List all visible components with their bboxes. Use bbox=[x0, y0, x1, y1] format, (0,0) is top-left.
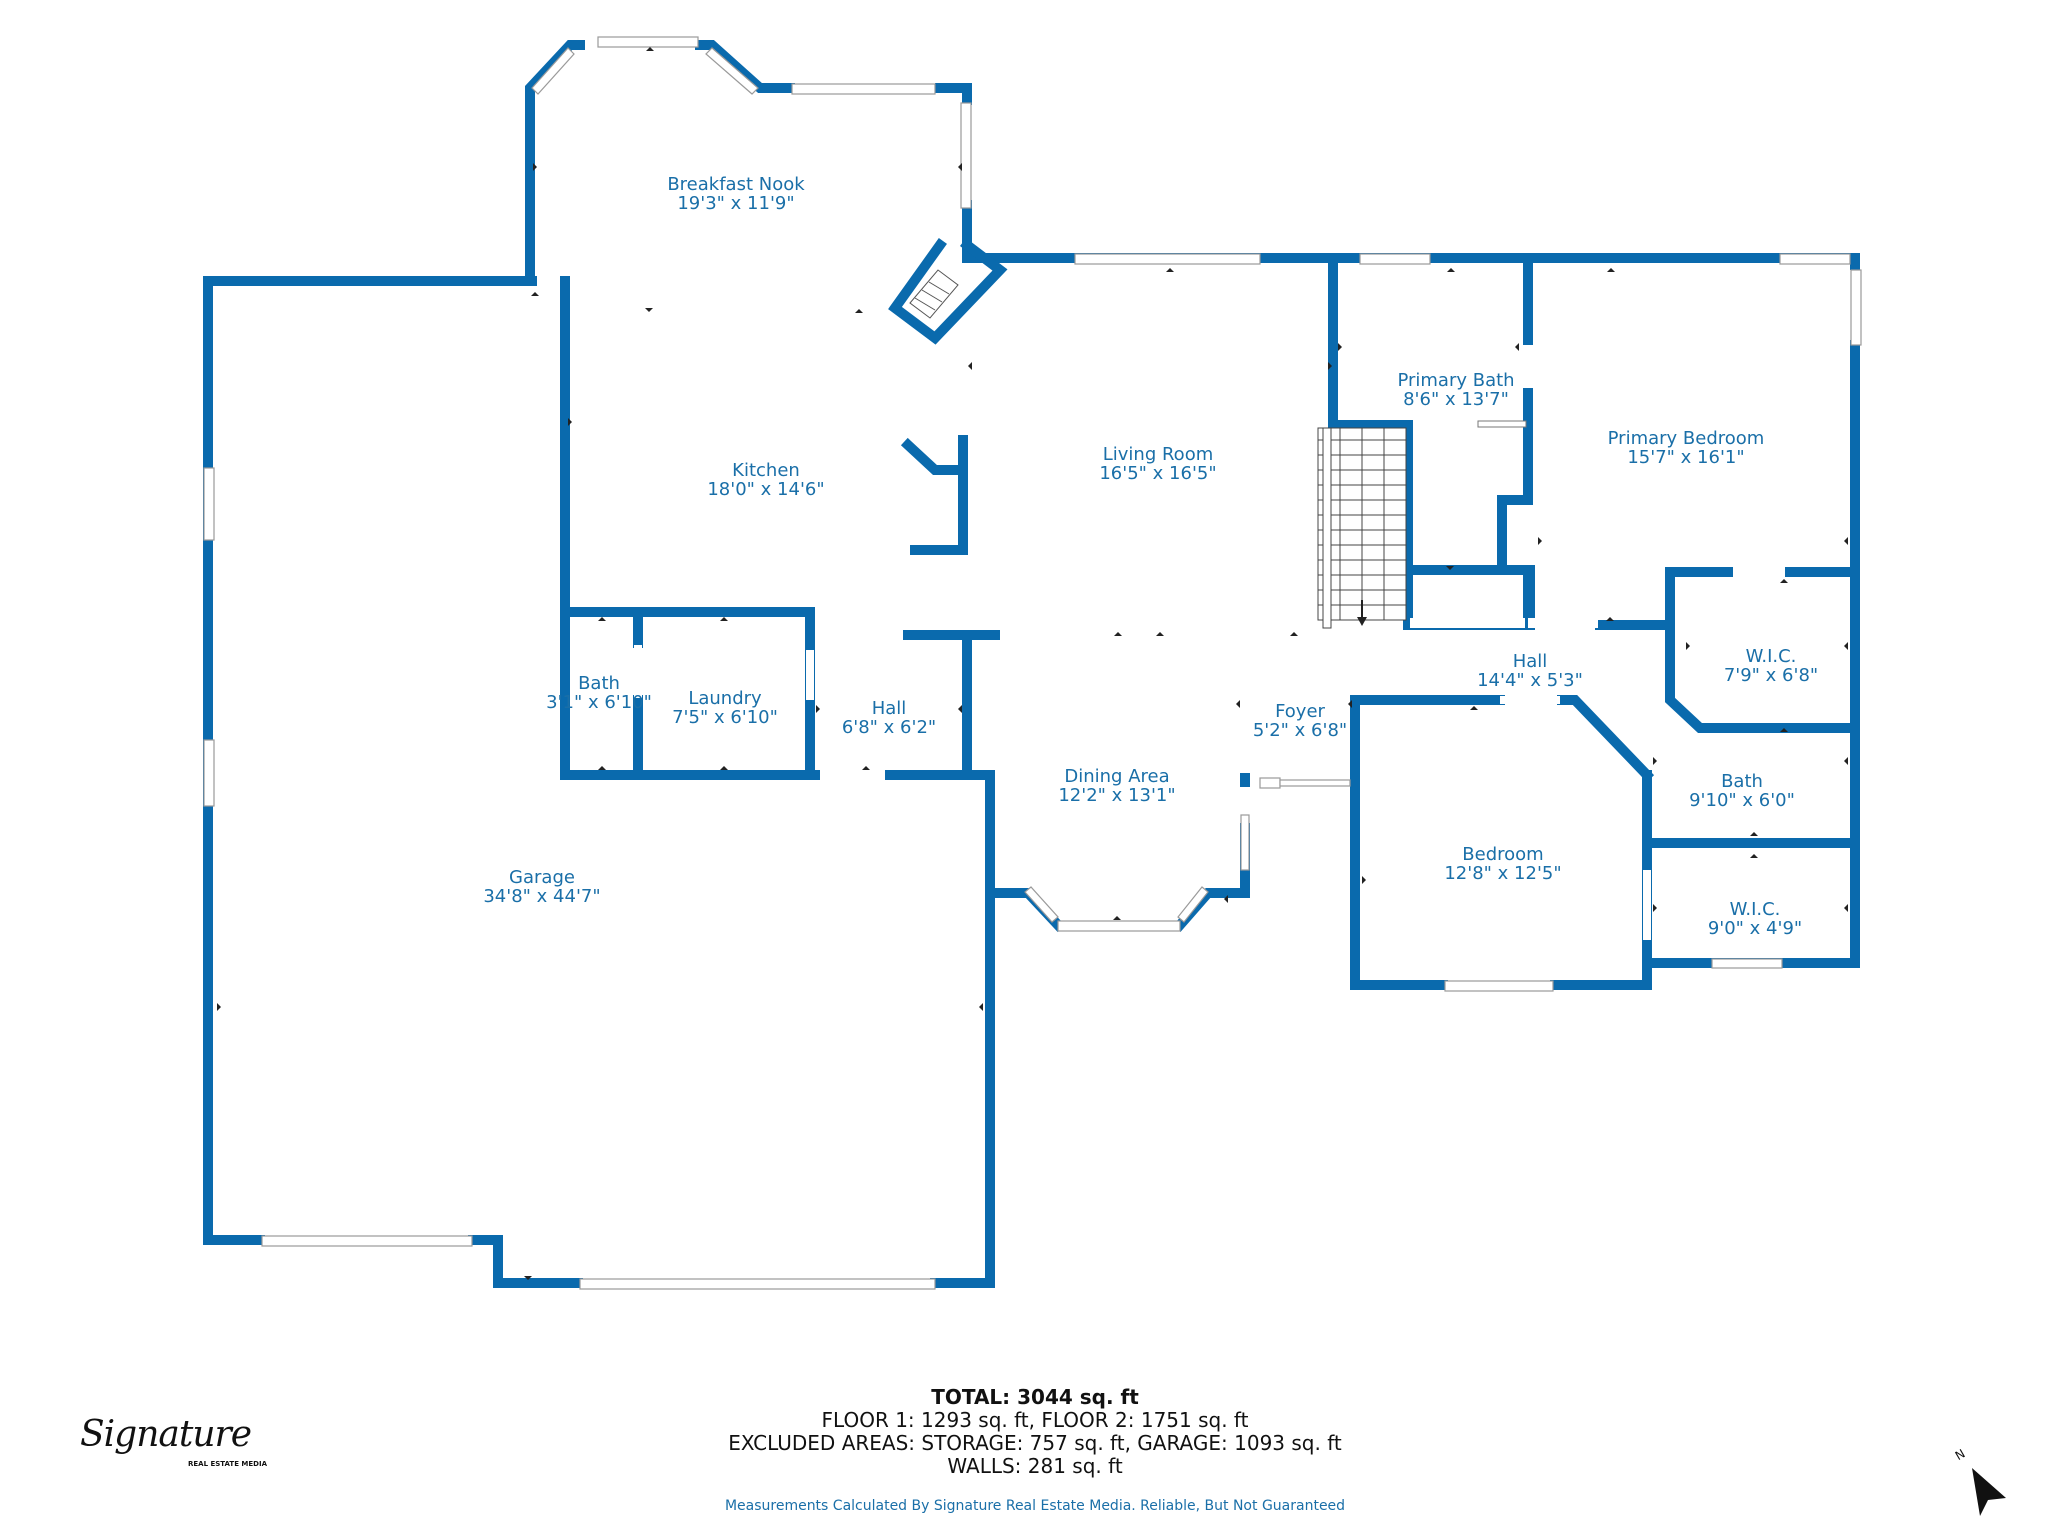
measurement-ticks bbox=[217, 47, 1848, 1280]
room-dim-breakfast-nook: 19'3" x 11'9" bbox=[677, 193, 794, 214]
room-name-kitchen: Kitchen bbox=[732, 460, 800, 481]
room-name-laundry: Laundry bbox=[688, 688, 762, 709]
room-dim-laundry: 7'5" x 6'10" bbox=[672, 707, 778, 728]
room-dim-garage: 34'8" x 44'7" bbox=[483, 886, 600, 907]
room-name-dining-area: Dining Area bbox=[1064, 766, 1169, 787]
room-name-hall-2: Hall bbox=[1513, 651, 1548, 672]
room-name-garage: Garage bbox=[509, 867, 575, 888]
total-area: TOTAL: 3044 sq. ft bbox=[931, 1385, 1139, 1409]
signature-logo: Signature REAL ESTATE MEDIA bbox=[70, 1410, 267, 1480]
room-name-breakfast-nook: Breakfast Nook bbox=[667, 174, 805, 195]
room-dim-wic-2: 9'0" x 4'9" bbox=[1708, 918, 1802, 939]
room-dim-living-room: 16'5" x 16'5" bbox=[1099, 463, 1216, 484]
floor-areas: FLOOR 1: 1293 sq. ft, FLOOR 2: 1751 sq. … bbox=[821, 1408, 1249, 1432]
room-dim-bedroom: 12'8" x 12'5" bbox=[1444, 863, 1561, 884]
room-name-bedroom: Bedroom bbox=[1462, 844, 1543, 865]
room-name-primary-bedroom: Primary Bedroom bbox=[1608, 428, 1765, 449]
excluded-areas: EXCLUDED AREAS: STORAGE: 757 sq. ft, GAR… bbox=[728, 1431, 1342, 1455]
area-summary: TOTAL: 3044 sq. ft FLOOR 1: 1293 sq. ft,… bbox=[600, 1386, 1470, 1478]
room-dim-primary-bath: 8'6" x 13'7" bbox=[1403, 389, 1509, 410]
room-name-bath-1: Bath bbox=[578, 673, 620, 694]
room-name-hall-1: Hall bbox=[872, 698, 907, 719]
room-dim-dining-area: 12'2" x 13'1" bbox=[1058, 785, 1175, 806]
measurement-disclaimer: Measurements Calculated By Signature Rea… bbox=[724, 1498, 1346, 1514]
walls-area: WALLS: 281 sq. ft bbox=[947, 1454, 1123, 1478]
room-labels: Breakfast Nook 19'3" x 11'9" Kitchen 18'… bbox=[483, 174, 1818, 939]
room-dim-hall-1: 6'8" x 6'2" bbox=[842, 717, 936, 738]
room-dim-bath-2: 9'10" x 6'0" bbox=[1689, 790, 1795, 811]
logo-subtitle: REAL ESTATE MEDIA bbox=[188, 1460, 267, 1468]
room-name-wic-2: W.I.C. bbox=[1730, 899, 1781, 920]
primary-bath-bar bbox=[1477, 420, 1527, 428]
room-name-wic-1: W.I.C. bbox=[1746, 646, 1797, 667]
room-dim-hall-2: 14'4" x 5'3" bbox=[1477, 670, 1583, 691]
fireplace bbox=[909, 269, 959, 319]
room-dim-wic-1: 7'9" x 6'8" bbox=[1724, 665, 1818, 686]
room-name-primary-bath: Primary Bath bbox=[1397, 370, 1514, 391]
room-dim-kitchen: 18'0" x 14'6" bbox=[707, 479, 824, 500]
windows bbox=[203, 36, 1862, 1290]
staircase bbox=[1317, 427, 1407, 629]
room-name-foyer: Foyer bbox=[1275, 701, 1325, 722]
north-arrow-icon: N bbox=[1948, 1440, 2008, 1520]
room-dim-bath-1: 3'1" x 6'10" bbox=[546, 692, 652, 713]
room-dim-foyer: 5'2" x 6'8" bbox=[1253, 720, 1347, 741]
room-name-bath-2: Bath bbox=[1721, 771, 1763, 792]
door-openings bbox=[634, 618, 1651, 940]
logo-script: Signature bbox=[80, 1414, 252, 1455]
room-dim-primary-bedroom: 15'7" x 16'1" bbox=[1627, 447, 1744, 468]
compass-label: N bbox=[1953, 1446, 1968, 1463]
room-name-living-room: Living Room bbox=[1103, 444, 1214, 465]
walls bbox=[203, 40, 1860, 1288]
